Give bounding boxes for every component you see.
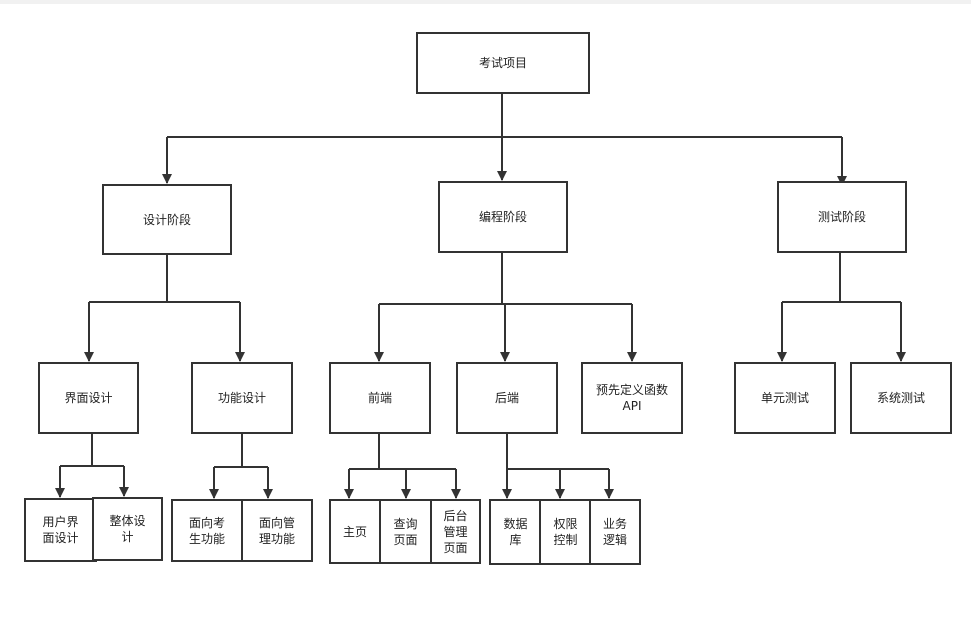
node-label: 面向考 生功能 bbox=[188, 515, 225, 546]
node-label: 权限 控制 bbox=[553, 517, 578, 547]
node-label: 用户界 面设计 bbox=[42, 515, 79, 545]
node-label: 预先定义函数 API bbox=[595, 383, 668, 413]
node-access-control[interactable]: 权限 控制 bbox=[539, 499, 592, 565]
node-system-test[interactable]: 系统测试 bbox=[850, 362, 952, 434]
node-database[interactable]: 数据 库 bbox=[489, 499, 542, 565]
node-overall-design[interactable]: 整体设 计 bbox=[92, 497, 163, 561]
node-home-page[interactable]: 主页 bbox=[329, 499, 381, 564]
node-label: 系统测试 bbox=[876, 391, 925, 405]
node-label: 业务 逻辑 bbox=[602, 517, 627, 547]
node-testing-stage[interactable]: 测试阶段 bbox=[777, 181, 907, 253]
node-label: 界面设计 bbox=[64, 391, 113, 405]
node-label: 查询 页面 bbox=[393, 516, 418, 547]
node-label: 测试阶段 bbox=[817, 210, 866, 224]
node-admin-func[interactable]: 面向管 理功能 bbox=[241, 499, 313, 562]
node-ui-design[interactable]: 界面设计 bbox=[38, 362, 139, 434]
node-query-page[interactable]: 查询 页面 bbox=[379, 499, 432, 564]
node-label: 考试项目 bbox=[478, 56, 527, 70]
top-bar bbox=[0, 0, 971, 4]
node-label: 功能设计 bbox=[217, 391, 266, 405]
node-label: 设计阶段 bbox=[142, 212, 191, 227]
node-design-stage[interactable]: 设计阶段 bbox=[102, 184, 232, 255]
node-frontend[interactable]: 前端 bbox=[329, 362, 431, 434]
node-label: 编程阶段 bbox=[478, 210, 527, 224]
node-label: 主页 bbox=[342, 524, 367, 539]
node-admin-page[interactable]: 后台 管理 页面 bbox=[430, 499, 481, 564]
node-label: 面向管 理功能 bbox=[258, 515, 295, 546]
node-label: 单元测试 bbox=[760, 391, 809, 405]
node-root[interactable]: 考试项目 bbox=[416, 32, 590, 94]
node-label: 后端 bbox=[494, 391, 519, 405]
node-coding-stage[interactable]: 编程阶段 bbox=[438, 181, 568, 253]
node-label: 后台 管理 页面 bbox=[443, 508, 468, 555]
node-function-design[interactable]: 功能设计 bbox=[191, 362, 293, 434]
node-backend[interactable]: 后端 bbox=[456, 362, 558, 434]
node-label: 数据 库 bbox=[503, 517, 528, 547]
node-predefined-api[interactable]: 预先定义函数 API bbox=[581, 362, 683, 434]
node-label: 整体设 计 bbox=[109, 514, 146, 544]
node-label: 前端 bbox=[367, 391, 392, 405]
node-user-ui-design[interactable]: 用户界 面设计 bbox=[24, 498, 97, 562]
node-business-logic[interactable]: 业务 逻辑 bbox=[589, 499, 641, 565]
node-unit-test[interactable]: 单元测试 bbox=[734, 362, 836, 434]
node-examinee-func[interactable]: 面向考 生功能 bbox=[171, 499, 243, 562]
